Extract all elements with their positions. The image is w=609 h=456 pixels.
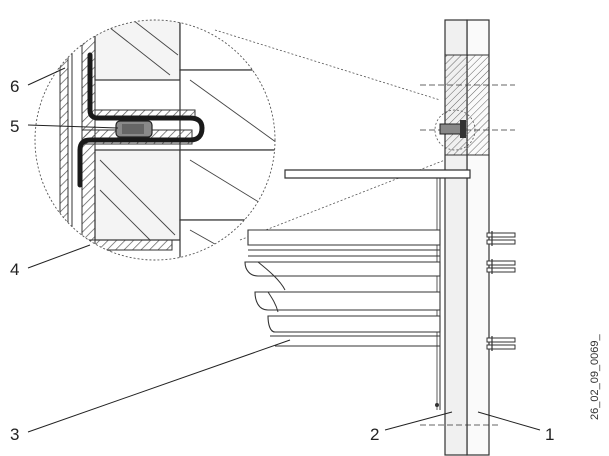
callout-3: 3 (10, 425, 19, 444)
horizontal-panels (244, 229, 441, 347)
callout-1: 1 (545, 425, 554, 444)
callout-4: 4 (10, 260, 19, 279)
callout-6: 6 (10, 77, 19, 96)
figure-code: 26_02_09_0069_ (589, 333, 601, 420)
ceiling-plate (284, 169, 471, 179)
callout-labels: 6 5 4 3 2 1 (10, 77, 554, 444)
callout-5: 5 (10, 117, 19, 136)
callout-leaders (27, 67, 541, 433)
wall-section (420, 19, 515, 456)
wall-brackets (486, 231, 516, 351)
zoom-leader-lines (214, 29, 446, 241)
callout-2: 2 (370, 425, 379, 444)
